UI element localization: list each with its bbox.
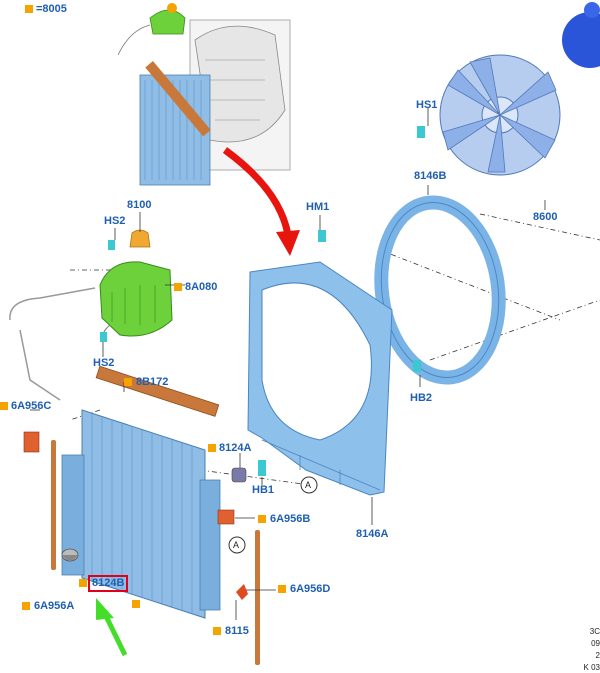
marker xyxy=(208,444,216,452)
red-arrow-head xyxy=(276,230,300,256)
label-circle-a-shroud: A xyxy=(305,480,312,490)
label-shroud: 8146A xyxy=(356,528,389,540)
radiator-drawing xyxy=(61,409,221,619)
label-bolt-right: HB1 xyxy=(252,484,275,496)
red-arrow-shaft xyxy=(222,147,292,236)
fan-drawing xyxy=(439,2,600,176)
right-seal-strip xyxy=(255,530,260,665)
corner-ref-line: 09 xyxy=(591,639,600,648)
bolt-drawing xyxy=(258,460,266,476)
circle-a-radiator xyxy=(228,536,246,554)
marker xyxy=(174,283,182,291)
marker xyxy=(124,378,132,386)
corner-ref-line: 3C xyxy=(589,627,600,636)
marker xyxy=(278,585,286,593)
label-top-ref: =8005 xyxy=(36,3,67,15)
seal-bar xyxy=(95,365,220,417)
green-arrow-shaft xyxy=(101,610,128,657)
label-seal: 8B172 xyxy=(136,376,169,388)
label-ring-bolt: HB2 xyxy=(410,392,433,404)
engine-assembly-thumbnail xyxy=(117,3,291,186)
label-fan: 8600 xyxy=(533,211,558,223)
marker xyxy=(132,600,140,608)
left-bracket xyxy=(23,431,40,453)
marker xyxy=(79,579,87,587)
label-mount-upper: 8124A xyxy=(219,442,252,454)
circle-a-shroud xyxy=(300,476,318,494)
shroud-drawing xyxy=(247,261,393,496)
corner-ref-line: K 03 xyxy=(583,663,600,672)
marker xyxy=(25,5,33,13)
green-arrow-head xyxy=(96,598,114,620)
label-fan-bolt: HS1 xyxy=(416,99,438,111)
label-seal-right: 6A956D xyxy=(290,583,331,595)
label-nut-top: HM1 xyxy=(306,201,330,213)
upper-mount-drawing xyxy=(231,467,247,483)
label-circle-a-radiator: A xyxy=(233,540,240,550)
drain-plug-drawing xyxy=(236,584,248,600)
label-hose-clamp-bottom: HS2 xyxy=(93,357,115,369)
marker xyxy=(258,515,266,523)
marker xyxy=(22,602,30,610)
label-hose-clamp-top: HS2 xyxy=(104,215,126,227)
right-pad xyxy=(217,509,235,525)
label-bracket-left: 6A956C xyxy=(11,400,52,412)
marker xyxy=(213,627,221,635)
label-drain: 8115 xyxy=(225,625,249,637)
marker xyxy=(0,402,8,410)
label-cap: 8100 xyxy=(127,199,152,211)
label-reservoir: 8A080 xyxy=(185,281,218,293)
label-shroud-ring: 8146B xyxy=(414,170,447,182)
left-seal-strip xyxy=(51,440,56,570)
cap-drawing xyxy=(129,229,151,248)
label-seal-left: 6A956A xyxy=(34,600,75,612)
label-mount-lower-highlighted: 8124B xyxy=(88,575,129,592)
shroud-ring-drawing xyxy=(374,195,506,385)
label-pad-right: 6A956B xyxy=(270,513,311,525)
corner-ref-line: 2 xyxy=(595,651,600,660)
